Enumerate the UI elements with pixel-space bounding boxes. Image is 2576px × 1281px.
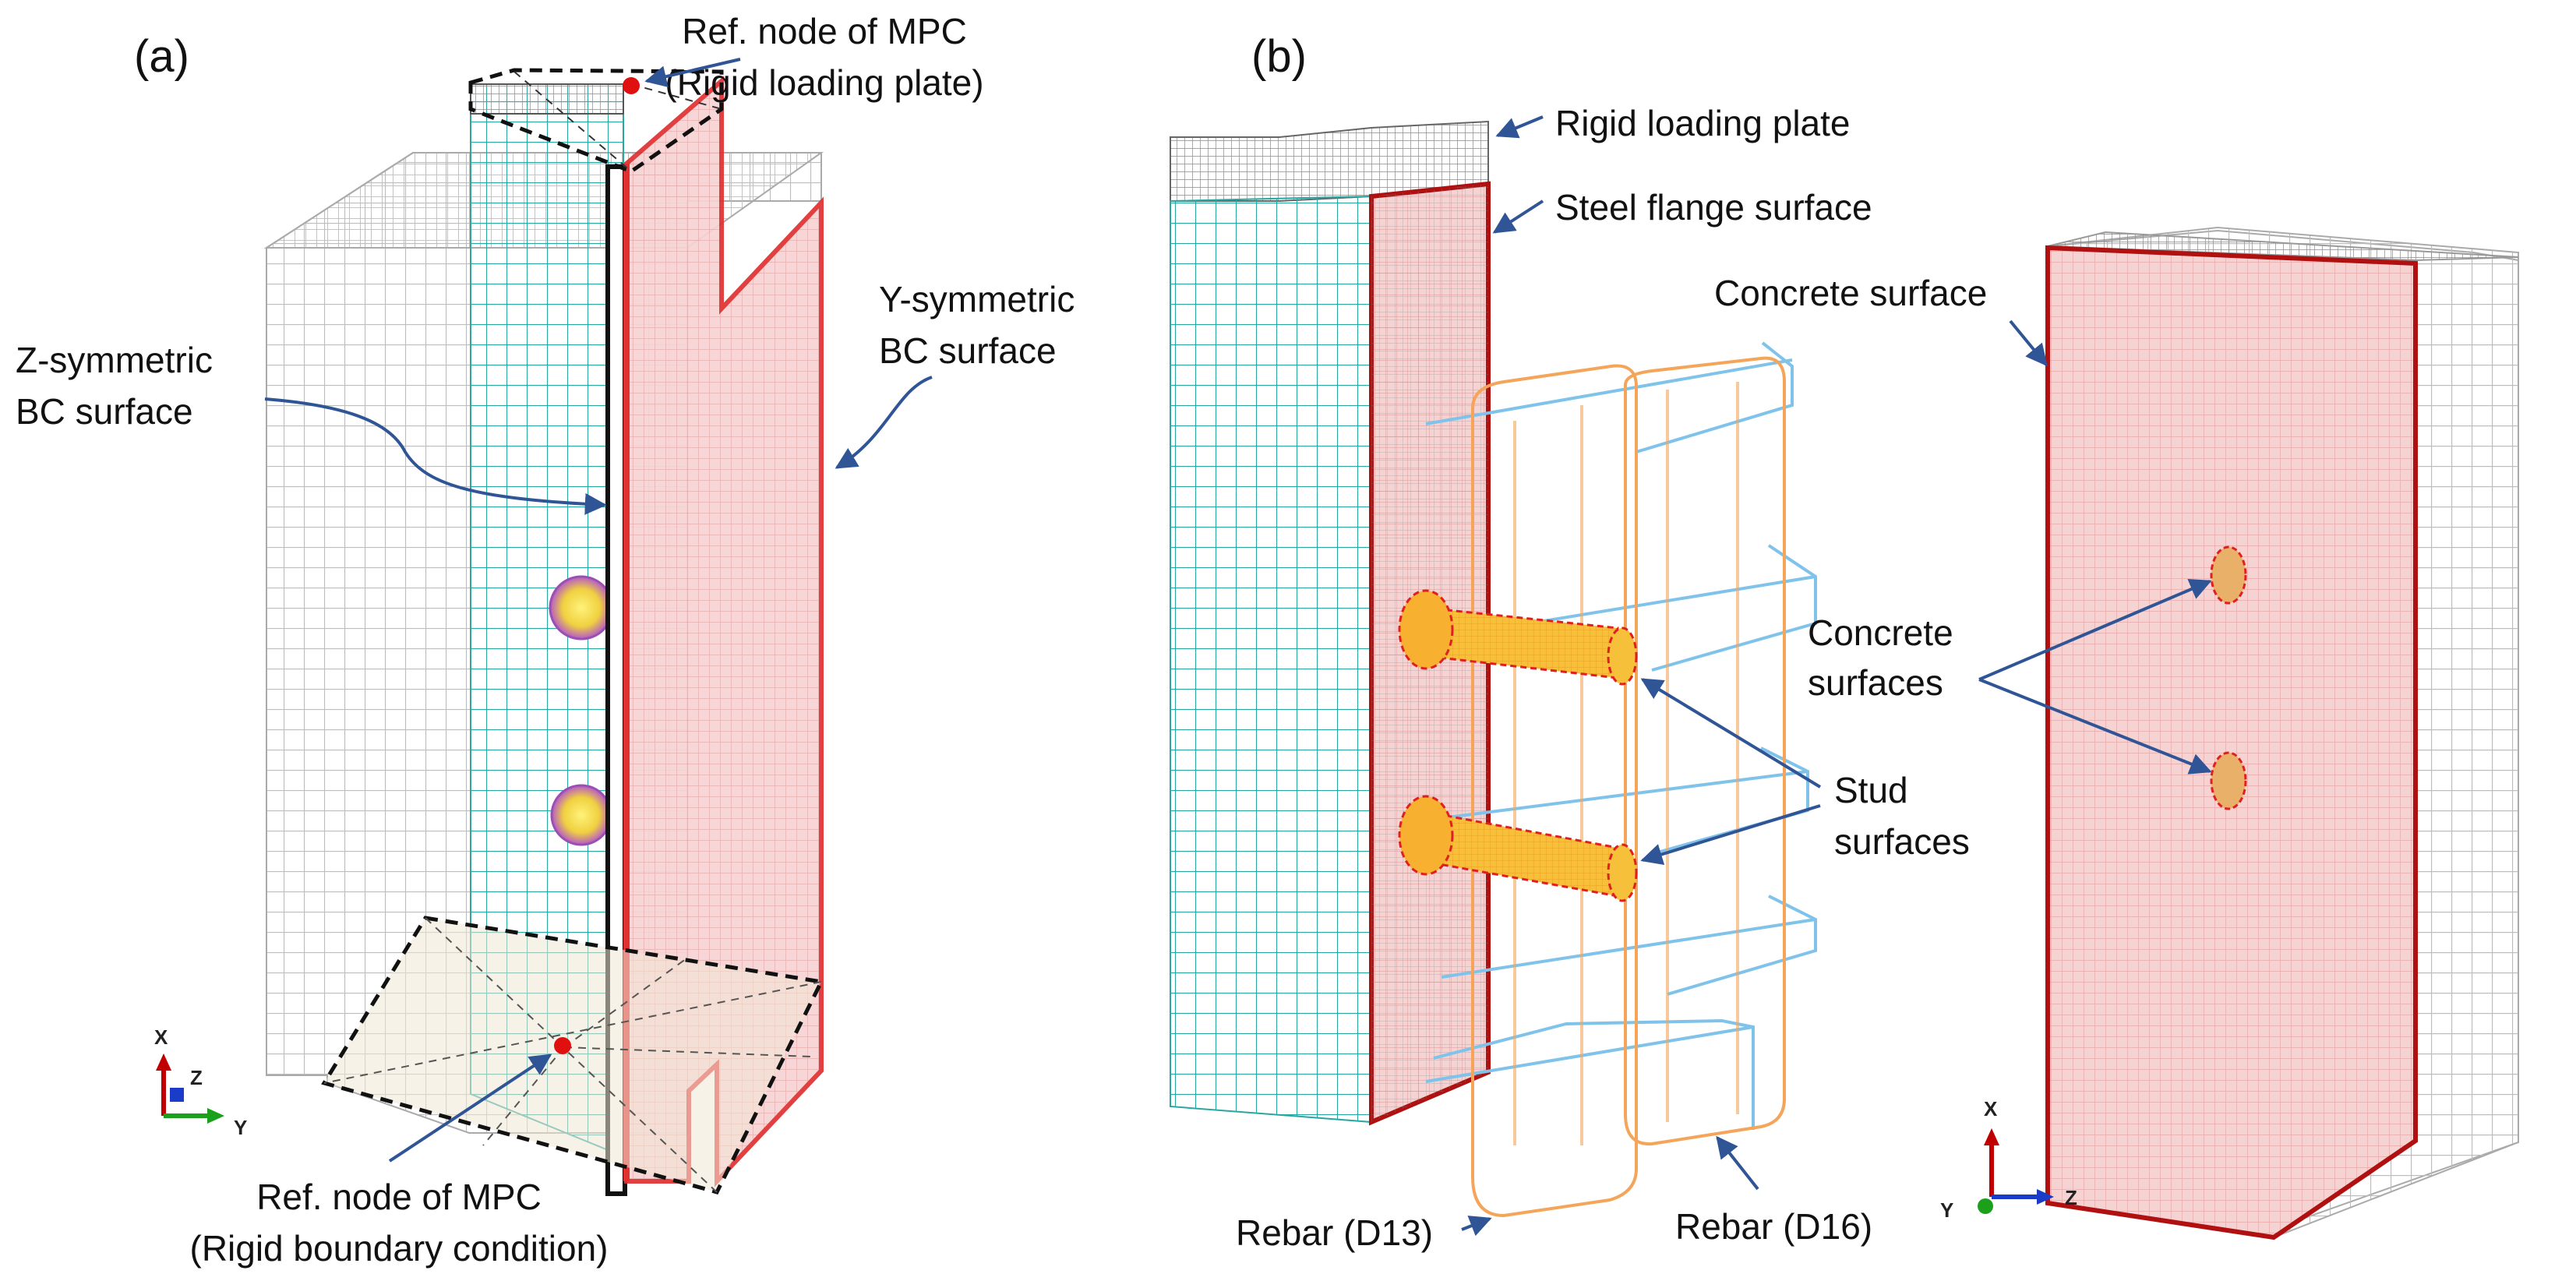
concrete-hole-upper: [2210, 545, 2247, 605]
steel-flange-b: [1170, 195, 1372, 1124]
z-symmetric-label-2: BC surface: [16, 391, 193, 432]
callouts-b: Rigid loading plate Steel flange surface…: [1236, 103, 2212, 1253]
ref-node-top-arrow: [644, 58, 741, 87]
concrete-surfaces-arrow-lower: [1978, 678, 2212, 775]
z-symmetric-label-1: Z-symmetric: [16, 340, 213, 380]
stud-lower-end: [1607, 843, 1638, 902]
panel-b: (b): [1170, 31, 2519, 1253]
stud-surfaces-label-2: surfaces: [1834, 821, 1970, 862]
z-symmetric-arrow: [264, 397, 607, 515]
axis-x-arrow-head: [156, 1053, 171, 1071]
stud-surfaces-arrow-lower: [1640, 804, 1821, 865]
rigid-boundary-plate: [321, 916, 824, 1195]
stud-surfaces-arrow-upper: [1640, 678, 1822, 789]
ref-node-bottom-label-2: (Rigid boundary condition): [190, 1228, 609, 1269]
concrete-surfaces-label-2: surfaces: [1808, 662, 1943, 703]
stud-upper-end: [1607, 626, 1638, 686]
concrete-surface-arrow: [2009, 319, 2048, 367]
rigid-plate-arrow: [1495, 115, 1544, 139]
stud-head-upper: [549, 575, 614, 640]
concrete-surface-label: Concrete surface: [1714, 273, 1987, 313]
ref-node-top: [623, 77, 640, 94]
y-symmetric-label-2: BC surface: [879, 330, 1057, 371]
axis-x-label-b: X: [1984, 1097, 1998, 1120]
axis-y-label-b: Y: [1940, 1198, 1953, 1222]
stud-surfaces-b: [1398, 589, 1638, 902]
axis-y-marker-b: [1978, 1198, 1993, 1214]
panel-b-label: (b): [1251, 31, 1307, 82]
ref-node-top-label-2: (Rigid loading plate): [665, 62, 983, 103]
rigid-plate-label: Rigid loading plate: [1555, 103, 1851, 143]
axis-z-arrow-head-b: [2037, 1189, 2054, 1205]
rebar-d13-label: Rebar (D13): [1236, 1212, 1433, 1253]
stud-surfaces-label-1: Stud: [1834, 770, 1908, 810]
concrete-hole-lower: [2210, 751, 2247, 810]
rebar-d16-arrow: [1716, 1135, 1759, 1191]
stud-lower-head: [1398, 795, 1454, 876]
rigid-loading-plate-outline: [468, 68, 724, 174]
ref-node-top-label-1: Ref. node of MPC: [682, 11, 967, 51]
stud-head-lower: [550, 784, 612, 846]
panel-a: (a): [16, 11, 1075, 1269]
axis-x-arrow-head-b: [1984, 1128, 1999, 1145]
axis-z-label-b: Z: [2065, 1186, 2077, 1209]
concrete-surface-face: [2045, 245, 2418, 1240]
steel-flange-arrow: [1492, 199, 1544, 234]
rebar-d16-label: Rebar (D16): [1675, 1206, 1872, 1247]
y-symmetric-arrow: [835, 376, 933, 469]
steel-flange-a: [470, 83, 624, 1158]
callouts-a: Ref. node of MPC (Rigid loading plate) Z…: [16, 11, 1075, 1269]
ref-node-bottom: [554, 1037, 571, 1054]
rebar-d13-left-loop: [1471, 364, 1638, 1218]
axis-x-label: X: [154, 1025, 168, 1049]
rebar-d16-hooks: [1636, 341, 1817, 996]
rebar-d13-inner-lines: [1513, 382, 1739, 1145]
axis-y-arrow-head: [207, 1108, 224, 1124]
axis-z-label: Z: [190, 1066, 203, 1089]
concrete-surfaces-arrow-upper: [1978, 578, 2212, 681]
axis-triad-a: X Z Y: [154, 1025, 247, 1139]
rebar-d16-bottom: [1433, 1018, 1755, 1130]
ref-node-bottom-arrow: [388, 1053, 552, 1163]
axis-triad-b: X Y Z: [1940, 1097, 2077, 1222]
stud-upper-head: [1398, 589, 1454, 670]
rebar-d13-right-loop: [1624, 356, 1786, 1146]
concrete-surfaces-label-1: Concrete: [1808, 612, 1953, 653]
rebar-d13: [1471, 356, 1786, 1218]
axis-y-label: Y: [234, 1116, 247, 1139]
axis-z-marker: [170, 1088, 184, 1102]
steel-flange-label: Steel flange surface: [1555, 187, 1872, 228]
ref-node-bottom-label-1: Ref. node of MPC: [256, 1177, 542, 1217]
panel-a-label: (a): [134, 31, 189, 82]
y-symmetric-label-1: Y-symmetric: [879, 279, 1075, 319]
rebar-d13-arrow: [1461, 1216, 1492, 1237]
